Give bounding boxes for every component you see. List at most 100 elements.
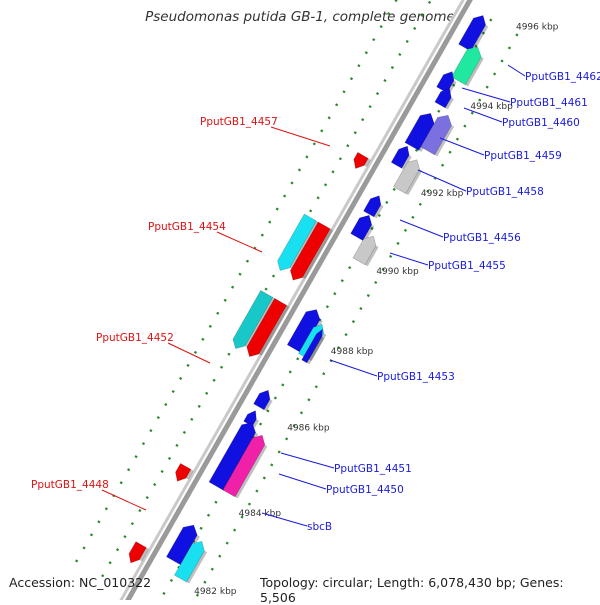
guide-dot bbox=[297, 168, 302, 172]
guide-dot bbox=[478, 98, 482, 102]
guide-dot bbox=[455, 137, 460, 141]
guide-dot bbox=[375, 92, 380, 96]
gene-shade bbox=[185, 469, 194, 480]
guide-dot bbox=[270, 463, 274, 467]
guide-dot bbox=[145, 496, 149, 500]
guide-dot bbox=[283, 194, 287, 198]
gene-label-right: PputGB1_4450 bbox=[326, 484, 404, 496]
gene-arrow bbox=[175, 463, 192, 482]
guide-dot bbox=[199, 526, 203, 530]
guide-dot bbox=[338, 157, 342, 161]
gene-arrow bbox=[434, 88, 452, 109]
guide-dot bbox=[245, 259, 250, 263]
gene-leader-line bbox=[507, 64, 526, 77]
guide-dot bbox=[314, 385, 318, 389]
guide-dot bbox=[452, 83, 456, 87]
gene-label-right: PputGB1_4458 bbox=[466, 186, 544, 198]
guide-dot bbox=[340, 279, 344, 283]
guide-dot bbox=[290, 181, 294, 185]
guide-dot bbox=[292, 424, 296, 428]
guide-dot bbox=[208, 324, 212, 328]
guide-dot bbox=[344, 333, 348, 337]
guide-dot bbox=[266, 409, 270, 413]
guide-dot bbox=[437, 109, 441, 113]
scale-tick-label: 4994 kbp bbox=[470, 102, 513, 112]
guide-dot bbox=[115, 548, 120, 552]
guide-dot bbox=[441, 163, 445, 167]
guide-dot bbox=[351, 320, 356, 324]
topology-text: Topology: circular; Length: 6,078,430 bp… bbox=[260, 575, 564, 605]
guide-dot bbox=[333, 292, 337, 296]
guide-dot bbox=[312, 142, 316, 146]
guide-dot bbox=[182, 430, 186, 434]
guide-dot bbox=[223, 298, 227, 302]
gene-shade bbox=[264, 399, 273, 412]
guide-dot bbox=[309, 209, 313, 213]
gene-leader-line bbox=[461, 87, 511, 103]
guide-dot bbox=[418, 202, 422, 206]
gene-label-right: PputGB1_4451 bbox=[334, 463, 412, 475]
guide-dot bbox=[197, 404, 201, 408]
gene-leader-line bbox=[439, 137, 485, 156]
guide-dot bbox=[374, 280, 378, 285]
guide-dot bbox=[268, 220, 272, 224]
gene-arrow bbox=[290, 221, 331, 281]
guide-dot bbox=[127, 468, 131, 472]
guide-dot bbox=[368, 105, 372, 109]
gene-shade bbox=[186, 550, 208, 584]
guide-dot bbox=[101, 574, 105, 578]
guide-dot bbox=[316, 196, 320, 200]
guide-dot bbox=[463, 124, 467, 128]
guide-dot bbox=[392, 187, 396, 191]
guide-dot bbox=[138, 509, 142, 513]
scale-tick-label: 4996 kbp bbox=[516, 22, 559, 32]
guide-dot bbox=[493, 72, 497, 76]
guide-dot bbox=[275, 207, 279, 211]
guide-dot bbox=[387, 12, 391, 16]
gene-arrow bbox=[451, 46, 482, 86]
guide-dot bbox=[247, 502, 252, 506]
gene-leader-line bbox=[101, 489, 147, 511]
guide-dot bbox=[190, 417, 194, 421]
gene-leader-line bbox=[329, 359, 378, 377]
gene-arrow bbox=[352, 235, 377, 266]
guide-dot bbox=[186, 363, 190, 367]
guide-dot bbox=[411, 215, 415, 219]
guide-dot bbox=[335, 103, 339, 107]
guide-dot bbox=[82, 546, 86, 550]
guide-dot bbox=[366, 293, 370, 298]
guide-dot bbox=[210, 567, 214, 571]
gene-arrow bbox=[174, 540, 205, 583]
guide-dot bbox=[216, 311, 220, 315]
guide-dot bbox=[201, 337, 205, 341]
guide-dot bbox=[203, 580, 207, 584]
guide-dot bbox=[296, 357, 300, 361]
gene-shade bbox=[259, 305, 290, 356]
guide-dot bbox=[89, 533, 94, 537]
guide-dot bbox=[227, 352, 231, 356]
backbone-line bbox=[125, 0, 473, 600]
guide-dot bbox=[264, 287, 268, 291]
guide-dot bbox=[193, 350, 198, 354]
guide-dot bbox=[474, 44, 478, 48]
gene-shade bbox=[434, 125, 455, 157]
guide-dot bbox=[160, 469, 164, 474]
guide-dot bbox=[299, 411, 304, 415]
guide-dot bbox=[379, 25, 383, 29]
guide-dot bbox=[123, 535, 127, 539]
guide-dot bbox=[231, 285, 235, 289]
gene-shade bbox=[308, 333, 327, 361]
guide-dot bbox=[255, 489, 259, 493]
guide-dot bbox=[420, 13, 424, 17]
gene-label-right: PputGB1_4456 bbox=[443, 232, 521, 244]
guide-dot bbox=[271, 274, 276, 278]
gene-arrow bbox=[253, 389, 271, 411]
gene-label-left: PputGB1_4452 bbox=[96, 332, 174, 344]
gene-leader-line bbox=[399, 219, 444, 238]
guide-dot bbox=[206, 513, 211, 517]
guide-dot bbox=[225, 541, 229, 545]
scale-tick-label: 4988 kbp bbox=[331, 347, 374, 357]
guide-dot bbox=[403, 228, 408, 232]
gene-arrow bbox=[232, 290, 274, 350]
guide-dot bbox=[515, 33, 519, 37]
